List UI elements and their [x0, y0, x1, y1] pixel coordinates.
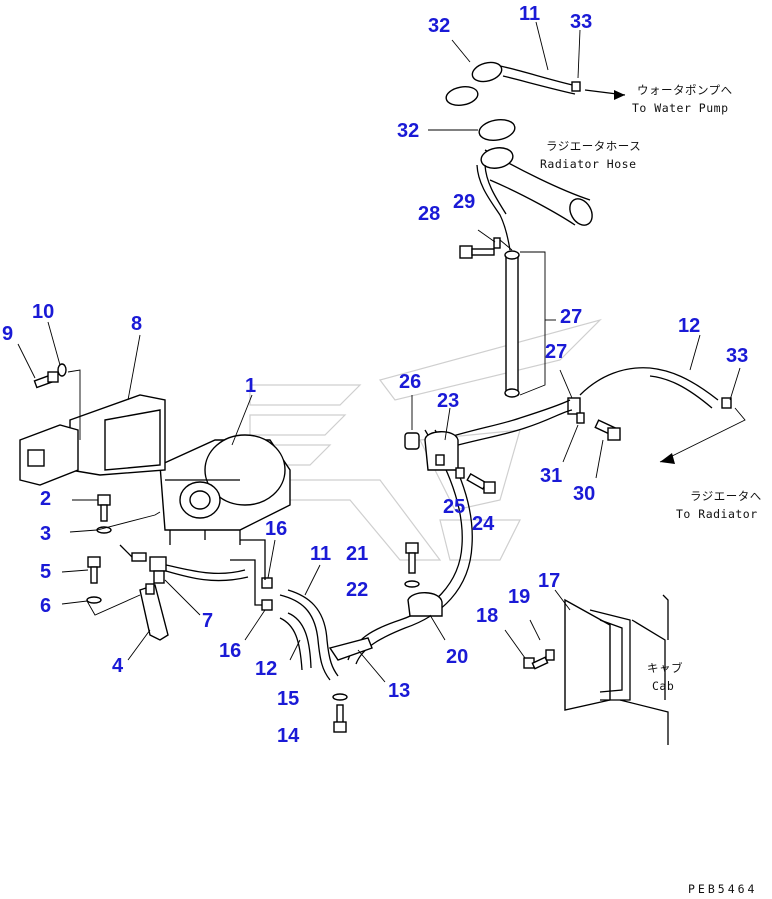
- callout-5: 5: [40, 561, 51, 583]
- callout-2: 2: [40, 488, 51, 510]
- callout-9: 9: [2, 323, 13, 345]
- note-water-pump-en: To Water Pump: [632, 101, 729, 115]
- radiator-hose-assembly: [445, 61, 593, 251]
- callout-32a: 32: [428, 15, 450, 37]
- note-cab-en: Cab: [652, 679, 674, 693]
- bolt-9: [33, 371, 59, 389]
- washer-29: [493, 237, 501, 249]
- note-radiator-hose-en: Radiator Hose: [540, 157, 637, 171]
- callout-10: 10: [32, 301, 54, 323]
- bracket-4: [139, 583, 169, 641]
- clamp-33a: [571, 81, 581, 92]
- note-radiator-hose-jp: ラジエータホース: [546, 139, 641, 153]
- cab-panel-17: [564, 594, 669, 745]
- callout-33a: 33: [570, 11, 592, 33]
- callout-4: 4: [112, 655, 124, 677]
- callout-33b: 33: [726, 345, 748, 367]
- drawing-code: PEB5464: [688, 882, 757, 896]
- note-to-radiator-jp: ラジエータへ: [690, 489, 762, 503]
- washer-22: [404, 580, 420, 588]
- bolt-21: [405, 542, 419, 574]
- callout-7: 7: [202, 610, 213, 632]
- callout-27b: 27: [545, 341, 567, 363]
- callout-29: 29: [453, 191, 475, 213]
- bolt-5: [87, 556, 101, 584]
- callout-25: 25: [443, 496, 465, 518]
- washer-10: [57, 363, 67, 377]
- leader-to-radiator: [659, 407, 746, 463]
- callout-16b: 16: [219, 640, 241, 662]
- washer-25: [455, 467, 465, 479]
- bracket-13: [328, 637, 373, 661]
- callout-12b: 12: [255, 658, 277, 680]
- callout-6: 6: [40, 595, 51, 617]
- heater-hose-main: [347, 399, 573, 665]
- callout-11a: 11: [519, 3, 540, 25]
- callout-27a: 27: [560, 306, 582, 328]
- leader-11a: [535, 21, 549, 71]
- callout-21: 21: [346, 543, 368, 565]
- callout-17: 17: [538, 570, 560, 592]
- callout-18: 18: [476, 605, 498, 627]
- washer-19: [545, 649, 555, 661]
- callout-20: 20: [446, 646, 468, 668]
- callout-31: 31: [540, 465, 562, 487]
- callout-16a: 16: [265, 518, 287, 540]
- callout-26: 26: [399, 371, 421, 393]
- washer-15: [332, 693, 348, 701]
- bolt-30: [594, 419, 621, 441]
- screw-18: [523, 656, 549, 670]
- callout-30: 30: [573, 483, 595, 505]
- washer-6: [86, 596, 102, 604]
- callout-22: 22: [346, 579, 368, 601]
- hose-11-lower: [279, 589, 339, 681]
- callout-32b: 32: [397, 120, 419, 142]
- valve-7: [119, 544, 249, 584]
- note-to-radiator-en: To Radiator: [676, 507, 758, 521]
- callout-28: 28: [418, 203, 440, 225]
- bolt-2: [97, 494, 111, 522]
- callout-3: 3: [40, 523, 51, 545]
- callout-23: 23: [437, 390, 459, 412]
- leader-33a: [577, 29, 581, 79]
- note-cab-jp: キャブ: [647, 661, 683, 675]
- callout-1: 1: [245, 375, 256, 397]
- callout-24: 24: [472, 513, 495, 535]
- hose-12-right: [579, 367, 732, 409]
- bolt-28: [459, 245, 495, 259]
- bolt-24: [466, 472, 496, 494]
- callout-11b: 11: [310, 543, 331, 565]
- clamp-20: [407, 592, 443, 617]
- hose-valve-to-heater: [240, 539, 266, 580]
- callout-19: 19: [508, 586, 530, 608]
- callout-13: 13: [388, 680, 410, 702]
- duct-8: [19, 394, 166, 486]
- clamp-23: [424, 431, 459, 471]
- callout-15: 15: [277, 688, 299, 710]
- hose-12-lower: [279, 612, 312, 671]
- pipe-27: [504, 250, 556, 398]
- washer-31: [576, 412, 585, 424]
- callout-8: 8: [131, 313, 142, 335]
- grommet-26: [404, 432, 420, 450]
- clamp-16b: [261, 599, 273, 611]
- clamp-16a: [261, 577, 273, 589]
- bolt-14: [333, 704, 347, 733]
- note-water-pump-jp: ウォータポンプへ: [637, 83, 733, 97]
- callout-12a: 12: [678, 315, 700, 337]
- heater-unit: [159, 434, 291, 545]
- callout-14: 14: [277, 725, 300, 747]
- leader-32a: [451, 39, 471, 63]
